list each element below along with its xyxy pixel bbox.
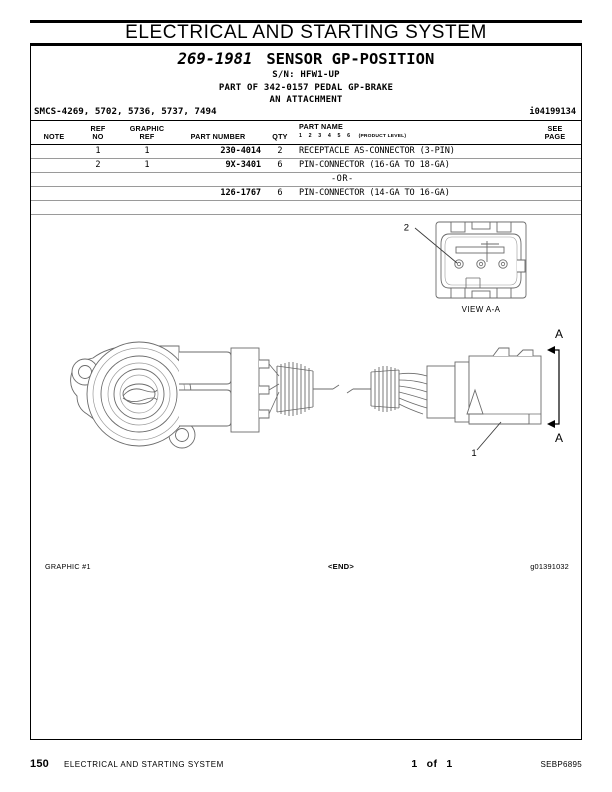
attachment-line: AN ATTACHMENT — [269, 95, 343, 105]
cell-part-name: PIN-CONNECTOR (14-GA TO 16-GA) — [299, 186, 529, 201]
parts-table: NOTE REF NO GRAPHIC REF PART NUMBER QTY — [31, 120, 581, 215]
table-row[interactable]: -OR- — [31, 172, 581, 187]
cell-blank — [299, 200, 529, 215]
cell-part-name: PIN-CONNECTOR (16-GA TO 18-GA) — [299, 158, 529, 173]
footer-document-code: SEBP6895 — [540, 760, 582, 769]
assembly-title-line: 269-1981 SENSOR GP-POSITION — [30, 50, 582, 69]
cell-ref-no: 1 — [77, 144, 119, 159]
callout-2-label: 2 — [404, 223, 409, 234]
cell-part-number[interactable]: 126-1767 — [175, 186, 261, 201]
cell-part-name: -OR- — [299, 172, 529, 187]
section-marker-bottom-label: A — [555, 431, 563, 445]
graphic-footer-row: GRAPHIC #1 <END> g01391032 — [45, 562, 569, 571]
parts-table-header: NOTE REF NO GRAPHIC REF PART NUMBER QTY — [31, 120, 581, 145]
cell-blank — [261, 200, 299, 215]
view-aa-label: VIEW A-A — [462, 305, 501, 314]
col-header-qty: QTY — [261, 120, 299, 145]
col-header-see-page: SEE PAGE — [529, 120, 581, 145]
connector-face-view — [435, 221, 527, 299]
table-header-row: NOTE REF NO GRAPHIC REF PART NUMBER QTY — [31, 120, 581, 145]
footer-page-total: 1 — [446, 758, 453, 770]
callout-2-leader — [414, 227, 458, 264]
col-header-part-number: PART NUMBER — [175, 120, 261, 145]
end-marker-label: <END> — [328, 562, 354, 571]
callout-1-leader — [476, 421, 502, 451]
cell-qty: 2 — [261, 144, 299, 159]
cell-part-name: RECEPTACLE AS-CONNECTOR (3-PIN) — [299, 144, 529, 159]
cell-graphic-ref: 1 — [119, 158, 175, 173]
cell-note — [31, 158, 77, 173]
graphic-illustration: 2 VIEW A-A — [31, 200, 581, 580]
cell-blank — [529, 200, 581, 215]
cell-see-page — [529, 172, 581, 187]
cell-note — [31, 186, 77, 201]
cell-qty — [261, 172, 299, 187]
graphic-number-label: GRAPHIC #1 — [45, 562, 91, 571]
footer-page-current: 1 — [411, 758, 418, 770]
cell-part-number[interactable] — [175, 172, 261, 187]
table-row-blank — [31, 200, 581, 215]
section-marker-aa — [547, 346, 560, 428]
cable-break-line — [332, 384, 354, 394]
cell-blank — [31, 200, 77, 215]
serial-number-line: S/N: HFW1-UP — [272, 70, 340, 80]
assembly-part-name: SENSOR GP-POSITION — [266, 50, 435, 68]
document-id: i04199134 — [529, 107, 576, 117]
connector-shell — [426, 361, 470, 423]
parts-illustration-svg: 2 VIEW A-A — [70, 221, 563, 459]
col-header-note: NOTE — [31, 120, 77, 145]
col-header-graphic-ref: GRAPHIC REF — [119, 120, 175, 145]
harness-wires — [398, 372, 428, 415]
cell-blank — [119, 200, 175, 215]
cell-graphic-ref — [119, 172, 175, 187]
footer-page-number: 150 — [30, 758, 49, 770]
cell-see-page — [529, 144, 581, 159]
smcs-codes: SMCS-4269, 5702, 5736, 5737, 7494 — [34, 106, 217, 117]
sensor-body-drawing — [70, 341, 280, 449]
cell-see-page — [529, 158, 581, 173]
cell-qty: 6 — [261, 186, 299, 201]
cell-graphic-ref — [119, 186, 175, 201]
graphic-id-label: g01391032 — [530, 562, 569, 571]
section-title-band: ELECTRICAL AND STARTING SYSTEM — [30, 20, 582, 46]
cell-qty: 6 — [261, 158, 299, 173]
cell-ref-no — [77, 186, 119, 201]
cable-boot-right — [353, 366, 400, 412]
smcs-row: SMCS-4269, 5702, 5736, 5737, 7494 i04199… — [34, 106, 578, 117]
pin-sockets — [454, 259, 508, 269]
cable-boot-left — [276, 362, 333, 416]
cell-blank — [77, 200, 119, 215]
cell-graphic-ref: 1 — [119, 144, 175, 159]
footer-page-of: of — [426, 758, 438, 770]
page-title: ELECTRICAL AND STARTING SYSTEM — [125, 22, 487, 43]
connector-body — [466, 347, 542, 425]
cell-note — [31, 144, 77, 159]
product-level-subheader: 1 2 3 4 5 6(PRODUCT LEVEL) — [299, 133, 407, 140]
section-marker-top-label: A — [555, 327, 563, 341]
cell-part-number[interactable]: 230-4014 — [175, 144, 261, 159]
part-of-line: PART OF 342-0157 PEDAL GP-BRAKE — [218, 82, 394, 93]
assembly-part-number: 269-1981 — [177, 50, 253, 68]
col-header-ref-no: REF NO — [77, 120, 119, 145]
cell-note — [31, 172, 77, 187]
footer-section-title: ELECTRICAL AND STARTING SYSTEM — [64, 760, 224, 769]
cell-see-page — [529, 186, 581, 201]
cell-ref-no — [77, 172, 119, 187]
cell-blank — [175, 200, 261, 215]
callout-1-label: 1 — [471, 448, 476, 459]
cell-part-number[interactable]: 9X-3401 — [175, 158, 261, 173]
cell-ref-no: 2 — [77, 158, 119, 173]
parts-table-container: NOTE REF NO GRAPHIC REF PART NUMBER QTY — [31, 120, 581, 215]
footer-page-count: 1 of 1 — [372, 758, 492, 770]
col-header-part-name: PART NAME 1 2 3 4 5 6(PRODUCT LEVEL) — [299, 120, 529, 145]
